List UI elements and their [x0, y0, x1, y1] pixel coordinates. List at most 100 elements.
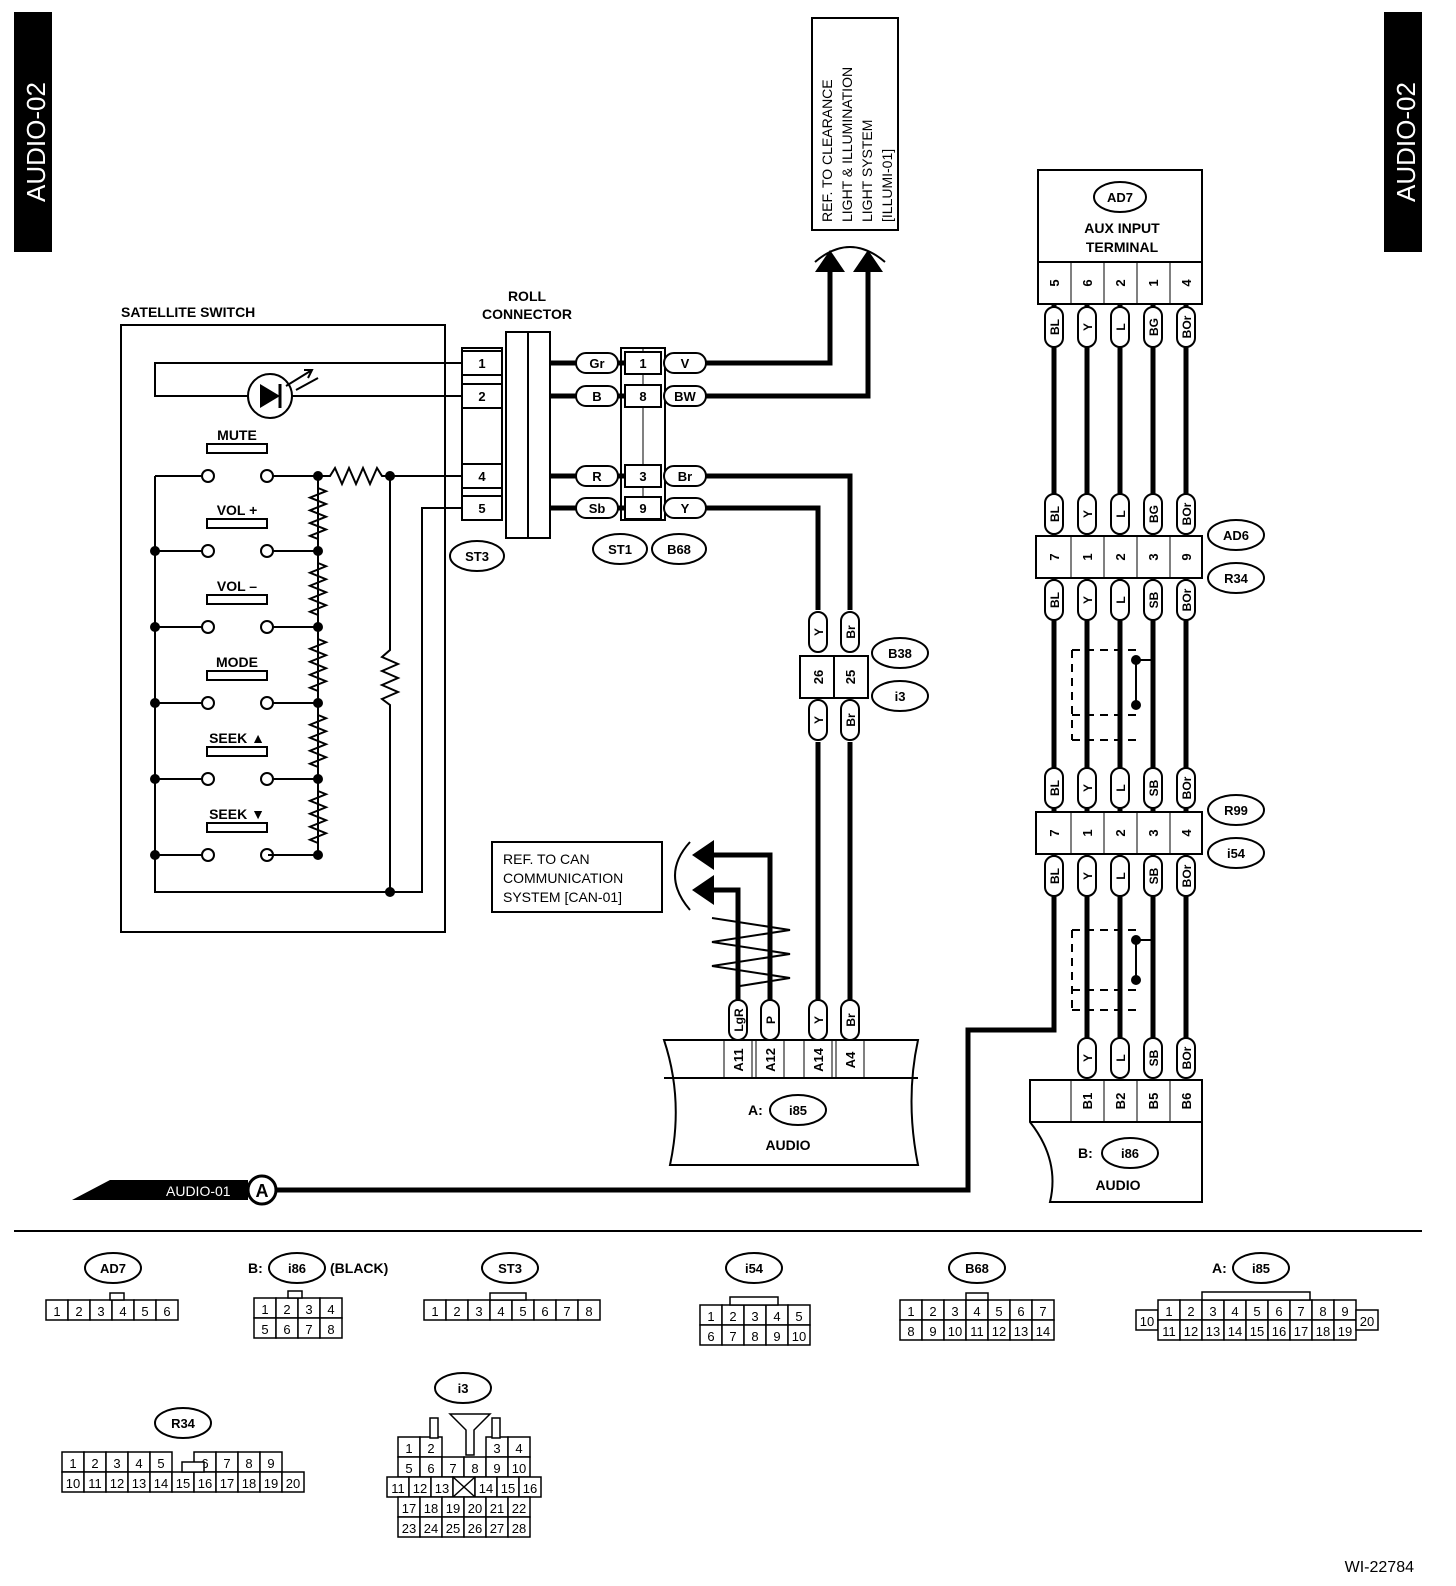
tag-r34-text: R34	[1224, 571, 1249, 586]
b68-pin-7: 7	[1039, 1304, 1046, 1319]
r99-pin: 7	[1047, 829, 1062, 836]
ad6-pin: 7	[1047, 553, 1062, 560]
i86-pin-8: 8	[327, 1322, 334, 1337]
wire-color: Br	[844, 1013, 858, 1027]
wire-color-r99-upper: BL	[1048, 780, 1062, 796]
audio-a-pin: A11	[731, 1048, 746, 1071]
i86-pin-7: 7	[305, 1322, 312, 1337]
i3-pin-24: 24	[424, 1521, 438, 1536]
r34-pin-2: 2	[91, 1456, 98, 1471]
wire-color-audio-b: Y	[1081, 1054, 1095, 1062]
side-tag-left-text: AUDIO-02	[21, 82, 51, 202]
roll-pin: 2	[478, 389, 485, 404]
i85-pin-13: 13	[1206, 1324, 1220, 1339]
side-tag-left: AUDIO-02	[14, 12, 52, 252]
wire-color-aux: BL	[1048, 319, 1062, 335]
st3-pin-4: 4	[497, 1304, 504, 1319]
st3-pin-3: 3	[475, 1304, 482, 1319]
i85-pin-5: 5	[1253, 1304, 1260, 1319]
r34-pin-18: 18	[242, 1476, 256, 1491]
tag-i54-text: i54	[1227, 846, 1246, 861]
aux-pin: 1	[1146, 279, 1161, 286]
i54-pin-9: 9	[773, 1329, 780, 1344]
i3-pin-2: 2	[427, 1441, 434, 1456]
i85-pin-9: 9	[1341, 1304, 1348, 1319]
legend-i86-prefix: B:	[248, 1260, 263, 1276]
tag-b68	[651, 533, 707, 565]
i85-pin-10: 10	[1140, 1314, 1154, 1329]
st1-pin: 9	[639, 501, 646, 516]
wire-color-ad6-lower: BOr	[1180, 588, 1194, 611]
ref-illum-line-1: REF. TO CLEARANCE	[819, 79, 835, 222]
legend-i85-prefix: A:	[1212, 1260, 1227, 1276]
r34-pin-8: 8	[245, 1456, 252, 1471]
st3-pin-5: 5	[519, 1304, 526, 1319]
st3-pin-1: 1	[431, 1304, 438, 1319]
ad7-pin-1: 1	[53, 1304, 60, 1319]
audio-01-letter: A	[256, 1181, 269, 1201]
wire-color-ad6-lower: BL	[1048, 592, 1062, 608]
ref-can-line-2: COMMUNICATION	[503, 870, 623, 886]
i3-pin-5: 5	[405, 1461, 412, 1476]
i85-pin-12: 12	[1184, 1324, 1198, 1339]
audio-b-pin: B2	[1113, 1093, 1128, 1110]
b38-pin: 25	[843, 670, 858, 684]
legend-i85-tag: i85	[1252, 1261, 1270, 1276]
wire-color-right: Br	[678, 469, 692, 484]
r34-pin-4: 4	[135, 1456, 142, 1471]
r34-pin-9: 9	[267, 1456, 274, 1471]
wire-color-ad6-upper: BL	[1048, 506, 1062, 522]
r34-pin-7: 7	[223, 1456, 230, 1471]
i85-pin-20: 20	[1360, 1314, 1374, 1329]
legend-r34-tag: R34	[171, 1416, 196, 1431]
r99-pin: 4	[1179, 829, 1194, 837]
switch-label: SEEK ▼	[209, 806, 265, 822]
r34-pin-5: 5	[157, 1456, 164, 1471]
i3-pin-4: 4	[515, 1441, 522, 1456]
r34-pin-13: 13	[132, 1476, 146, 1491]
tag-i54	[1207, 837, 1265, 869]
b68-pin-6: 6	[1017, 1304, 1024, 1319]
ad6-pin: 3	[1146, 553, 1161, 560]
r99-pin: 1	[1080, 829, 1095, 836]
tag-ad7-text: AD7	[1107, 190, 1133, 205]
b68-pin-10: 10	[948, 1324, 962, 1339]
wire-color-r99-lower: SB	[1147, 867, 1161, 884]
i54-pin-2: 2	[729, 1309, 736, 1324]
r34-pin-6: 6	[201, 1456, 208, 1471]
ad6-pin: 2	[1113, 553, 1128, 560]
i54-pin-4: 4	[773, 1309, 780, 1324]
wire-color-left: Sb	[589, 501, 606, 516]
r34-pin-16: 16	[198, 1476, 212, 1491]
tag-ad7	[1093, 181, 1147, 213]
side-tag-right: AUDIO-02	[1384, 12, 1422, 252]
r34-pin-11: 11	[88, 1476, 102, 1491]
b68-pin-11: 11	[970, 1324, 984, 1339]
ref-illum-arc	[814, 246, 886, 263]
wire-color-left: R	[592, 469, 602, 484]
wire-color-r99-lower: BOr	[1180, 864, 1194, 887]
ref-can-line-3: SYSTEM [CAN-01]	[503, 889, 622, 905]
switch-label: VOL +	[217, 502, 258, 518]
i85-pin-16: 16	[1272, 1324, 1286, 1339]
side-tag-right-text: AUDIO-02	[1391, 82, 1421, 202]
audio-b-pin: B1	[1080, 1093, 1095, 1110]
b68-pin-13: 13	[1014, 1324, 1028, 1339]
i85-pin-1: 1	[1165, 1304, 1172, 1319]
b68-pin-12: 12	[992, 1324, 1006, 1339]
i3-pin-22: 22	[512, 1501, 526, 1516]
switch-button	[206, 594, 268, 605]
switch-button	[206, 822, 268, 833]
tag-ad6	[1207, 519, 1265, 551]
tag-ad6-text: AD6	[1223, 528, 1249, 543]
audio-b-pin: B6	[1179, 1093, 1194, 1110]
i86-pin-6: 6	[283, 1322, 290, 1337]
satellite-switch-title: SATELLITE SWITCH	[121, 304, 255, 320]
st1-pin: 8	[639, 389, 646, 404]
i3-pin-6: 6	[427, 1461, 434, 1476]
aux-line-2: TERMINAL	[1086, 239, 1159, 255]
